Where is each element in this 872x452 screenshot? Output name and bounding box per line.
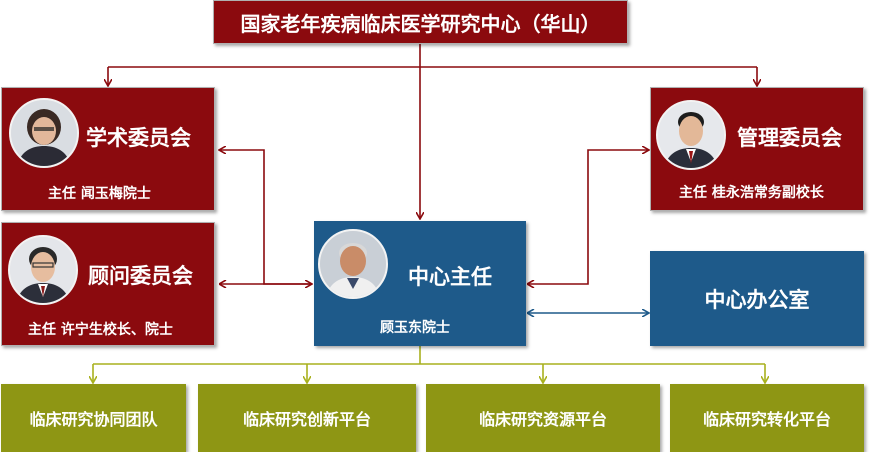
- management-committee-title: 管理委员会: [737, 126, 842, 150]
- platform-box-2: 临床研究创新平台: [198, 384, 416, 452]
- center-director-title: 中心主任: [408, 265, 492, 289]
- platform-box-3: 临床研究资源平台: [426, 384, 660, 452]
- management-director-avatar: [656, 100, 726, 170]
- person-portrait-icon: [658, 102, 724, 168]
- center-director-box: 中心主任 顾玉东院士: [314, 221, 526, 346]
- platform-label: 临床研究资源平台: [478, 410, 607, 429]
- platform-box-1: 临床研究协同团队: [1, 384, 186, 452]
- top-center-box: 国家老年疾病临床医学研究中心（华山）: [213, 0, 628, 44]
- management-committee-box: 管理委员会 主任 桂永浩常务副校长: [650, 87, 864, 211]
- academic-committee-box: 学术委员会 主任 闻玉梅院士: [1, 87, 215, 211]
- platform-label: 临床研究转化平台: [702, 410, 831, 429]
- center-office-title: 中心办公室: [704, 287, 810, 312]
- advisory-committee-title: 顾问委员会: [88, 264, 193, 288]
- platform-label: 临床研究创新平台: [242, 410, 371, 429]
- management-committee-director: 主任 桂永浩常务副校长: [679, 185, 824, 201]
- advisory-committee-director: 主任 许宁生校长、院士: [28, 322, 173, 338]
- center-director-name: 顾玉东院士: [380, 320, 450, 336]
- arrow-management-center: [528, 150, 648, 284]
- advisory-committee-box: 顾问委员会 主任 许宁生校长、院士: [1, 222, 215, 346]
- top-center-title: 国家老年疾病临床医学研究中心（华山）: [240, 11, 601, 36]
- platform-box-4: 临床研究转化平台: [670, 384, 864, 452]
- advisory-director-avatar: [8, 235, 78, 305]
- academic-committee-title: 学术委员会: [86, 126, 191, 150]
- academic-committee-director: 主任 闻玉梅院士: [48, 186, 151, 202]
- platform-label: 临床研究协同团队: [29, 410, 158, 429]
- center-director-avatar: [318, 229, 388, 299]
- person-portrait-icon: [11, 100, 77, 166]
- person-portrait-icon: [320, 231, 386, 297]
- person-portrait-icon: [10, 237, 76, 303]
- center-office-box: 中心办公室: [650, 251, 864, 346]
- academic-director-avatar: [9, 98, 79, 168]
- arrow-center-to-academic: [220, 150, 312, 285]
